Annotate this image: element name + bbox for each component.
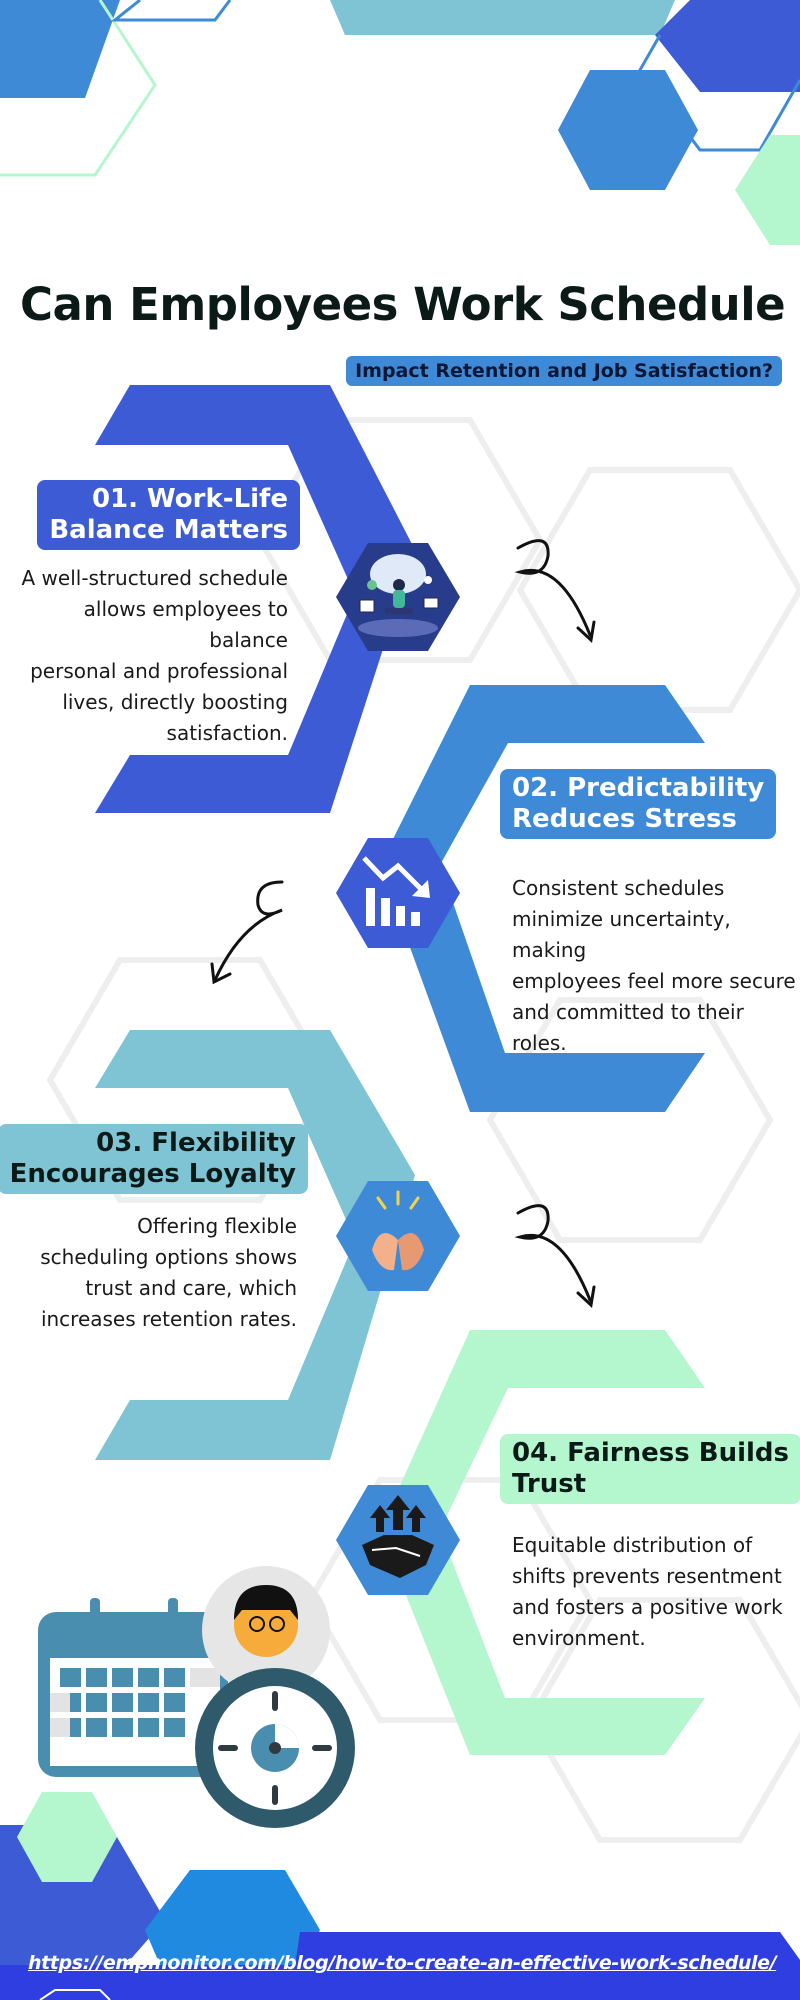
curly-arrow-3 xyxy=(514,1204,596,1308)
chevron-band-3 xyxy=(95,1030,415,1460)
section-2-body-line: minimize uncertainty, making xyxy=(512,907,731,962)
work-life-balance-icon xyxy=(336,543,460,651)
section-4-body-line: and fosters a positive work xyxy=(512,1595,783,1619)
section-2-heading-line1: 02. Predictability xyxy=(512,773,765,803)
section-4-heading-line2: Trust xyxy=(512,1469,587,1500)
section-3-body-line: scheduling options shows xyxy=(40,1245,297,1269)
section-1-body-line: A well-structured schedule xyxy=(21,566,288,590)
page-title: Can Employees Work Schedule xyxy=(20,278,786,331)
section-3-heading-line1: 03. Flexibility xyxy=(96,1128,296,1158)
chevron-band-1 xyxy=(95,385,415,813)
section-1-heading: 01. Work-Life Balance Matters xyxy=(37,480,300,551)
section-2-body-line: Consistent schedules xyxy=(512,876,725,900)
section-2-body: Consistent schedules minimize uncertaint… xyxy=(512,873,800,1059)
section-4-body-line: shifts prevents resentment xyxy=(512,1564,782,1588)
section-3-body-line: increases retention rates. xyxy=(40,1307,297,1331)
section-1-body: A well-structured schedule allows employ… xyxy=(0,563,288,749)
section-2-heading: 02. Predictability Reduces Stress xyxy=(500,769,777,840)
chevron-band-4 xyxy=(380,1330,705,1755)
section-3-heading-line2: Encourages Loyalty xyxy=(9,1159,296,1190)
section-1-heading-line1: 01. Work-Life xyxy=(91,484,288,514)
declining-chart-icon xyxy=(336,838,460,948)
top-decoration xyxy=(0,0,800,245)
section-1-body-line: allows employees to balance xyxy=(83,597,288,652)
schedule-illustration xyxy=(38,1566,355,1828)
footer-link[interactable]: https://empmonitor.com/blog/how-to-creat… xyxy=(28,1952,777,1974)
section-4-body-line: Equitable distribution of xyxy=(512,1533,753,1557)
section-4-heading: 04. Fairness Builds Trust xyxy=(500,1434,800,1505)
clapping-hands-icon xyxy=(336,1181,460,1291)
section-3-body-line: Offering flexible xyxy=(137,1214,297,1238)
page-subtitle: Impact Retention and Job Satisfaction? xyxy=(346,356,782,386)
section-1-body-line: personal and professional xyxy=(30,659,288,683)
chevron-band-2 xyxy=(380,685,705,1112)
section-4-body: Equitable distribution of shifts prevent… xyxy=(512,1530,800,1654)
section-3-body: Offering flexible scheduling options sho… xyxy=(0,1211,297,1335)
handshake-growth-icon xyxy=(336,1485,460,1595)
bottom-decoration xyxy=(0,1792,800,2000)
section-4-heading-line1: 04. Fairness Builds xyxy=(512,1438,790,1468)
section-2-body-line: and committed to their roles. xyxy=(512,1000,744,1055)
section-1-body-line: satisfaction. xyxy=(166,721,288,745)
section-1-body-line: lives, directly boosting xyxy=(62,690,288,714)
section-3-body-line: trust and care, which xyxy=(85,1276,297,1300)
section-1-heading-line2: Balance Matters xyxy=(49,515,288,546)
curly-arrow-2 xyxy=(210,880,284,985)
section-2-body-line: employees feel more secure xyxy=(512,969,796,993)
section-3-heading: 03. Flexibility Encourages Loyalty xyxy=(0,1124,308,1195)
section-4-body-line: environment. xyxy=(512,1626,646,1650)
section-2-heading-line2: Reduces Stress xyxy=(512,804,737,835)
curly-arrow-1 xyxy=(514,539,596,643)
